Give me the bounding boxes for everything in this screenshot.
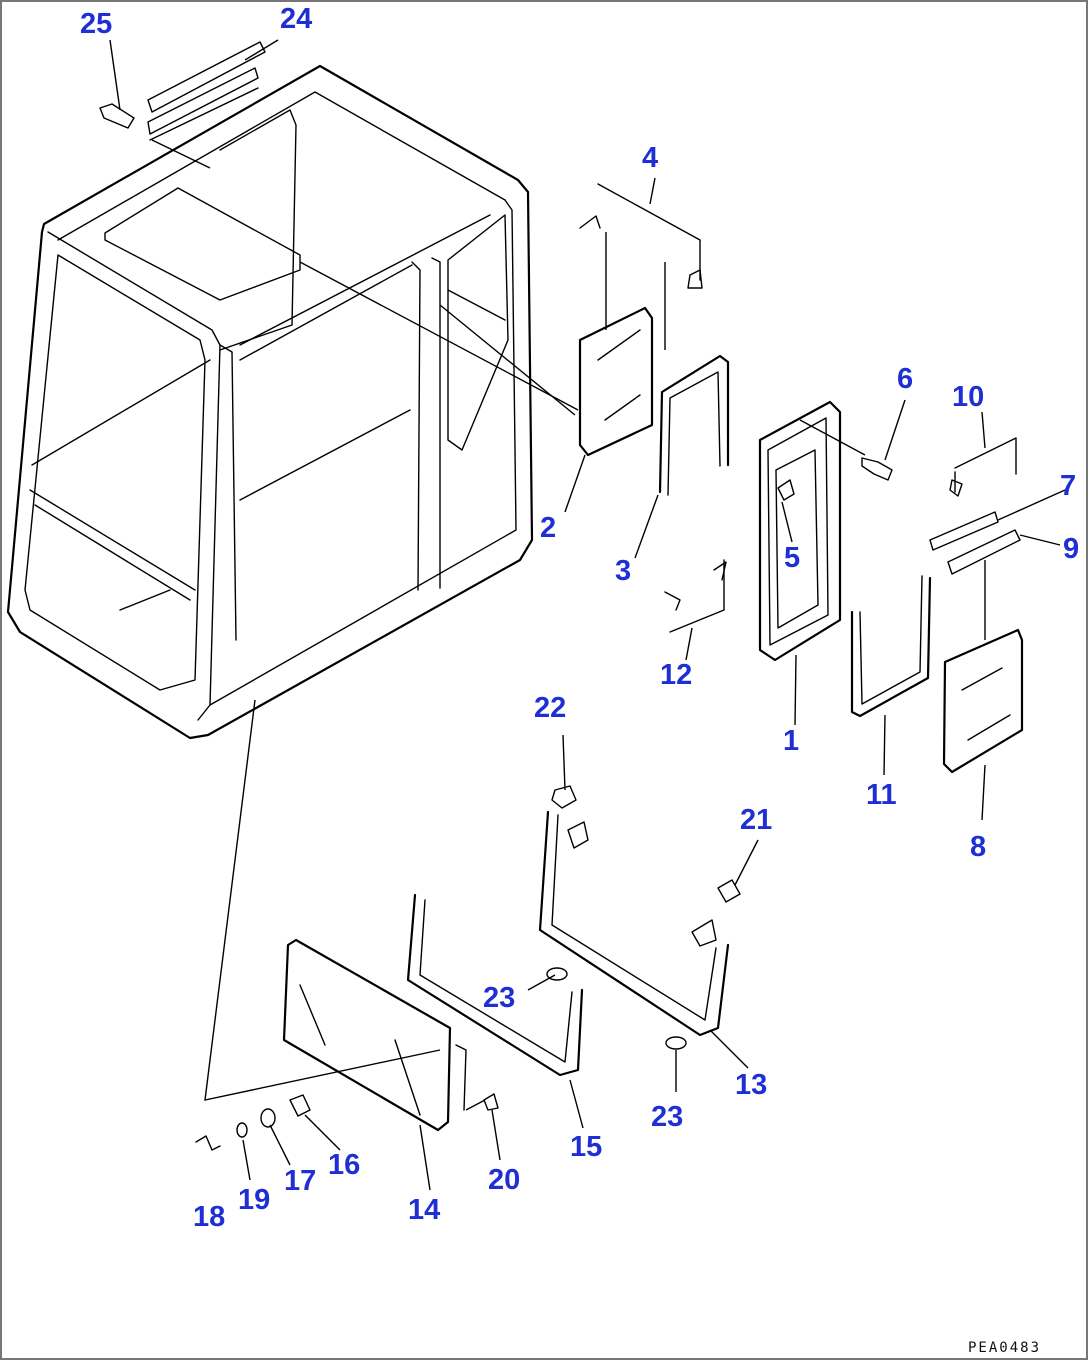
part-13-seal: [538, 810, 730, 1037]
label-16: 16: [328, 1149, 360, 1181]
label-12: 12: [660, 659, 692, 691]
part-10-sheet: [949, 437, 1017, 497]
part-23-pads: [546, 967, 687, 1050]
label-23b: 23: [651, 1101, 683, 1133]
part-12-clip: [664, 559, 727, 633]
part-6-screw: [861, 457, 893, 481]
label-11: 11: [866, 779, 897, 811]
label-20: 20: [488, 1164, 520, 1196]
label-9: 9: [1063, 533, 1079, 565]
part-4-sheet: [579, 183, 703, 289]
part-9-strip: [947, 529, 1021, 575]
part-labels: 25 24 4 6 10 7 9 2 5 3 12 22 1 11 21 8 2…: [80, 3, 1079, 1233]
cab-body: [6, 64, 534, 740]
leader-lines: [109, 39, 1066, 1191]
label-23a: 23: [483, 982, 515, 1014]
label-6: 6: [897, 363, 913, 395]
part-21-clip: [717, 879, 741, 903]
label-2: 2: [540, 512, 556, 544]
part-22-clip: [551, 785, 577, 809]
label-13: 13: [735, 1069, 767, 1101]
part-15-seal: [406, 893, 584, 1077]
part-2-glass: [578, 306, 654, 457]
label-24: 24: [280, 3, 312, 35]
label-18: 18: [193, 1201, 225, 1233]
part-25-bolt: [99, 103, 135, 129]
label-10: 10: [952, 381, 984, 413]
label-7: 7: [1060, 470, 1076, 502]
label-14: 14: [408, 1194, 440, 1226]
drawing-code: PEA0483: [968, 1340, 1041, 1356]
part-7-strip: [929, 511, 999, 551]
part-3-seal: [658, 354, 730, 496]
label-21: 21: [740, 804, 772, 836]
part-1-frame: [758, 400, 842, 662]
label-19: 19: [238, 1184, 270, 1216]
label-8: 8: [970, 831, 986, 863]
label-5: 5: [784, 542, 800, 574]
reference-lines: [151, 139, 986, 1111]
part-14-glass: [282, 938, 467, 1132]
label-22: 22: [534, 692, 566, 724]
part-16-to-20-hardware: [195, 1093, 499, 1151]
label-25: 25: [80, 8, 112, 40]
label-17: 17: [284, 1165, 316, 1197]
label-3: 3: [615, 555, 631, 587]
part-8-glass: [942, 628, 1024, 774]
label-4: 4: [642, 142, 658, 174]
label-1: 1: [783, 725, 799, 757]
part-24-strips: [147, 41, 266, 141]
label-15: 15: [570, 1131, 602, 1163]
part-11-seal: [850, 575, 932, 718]
